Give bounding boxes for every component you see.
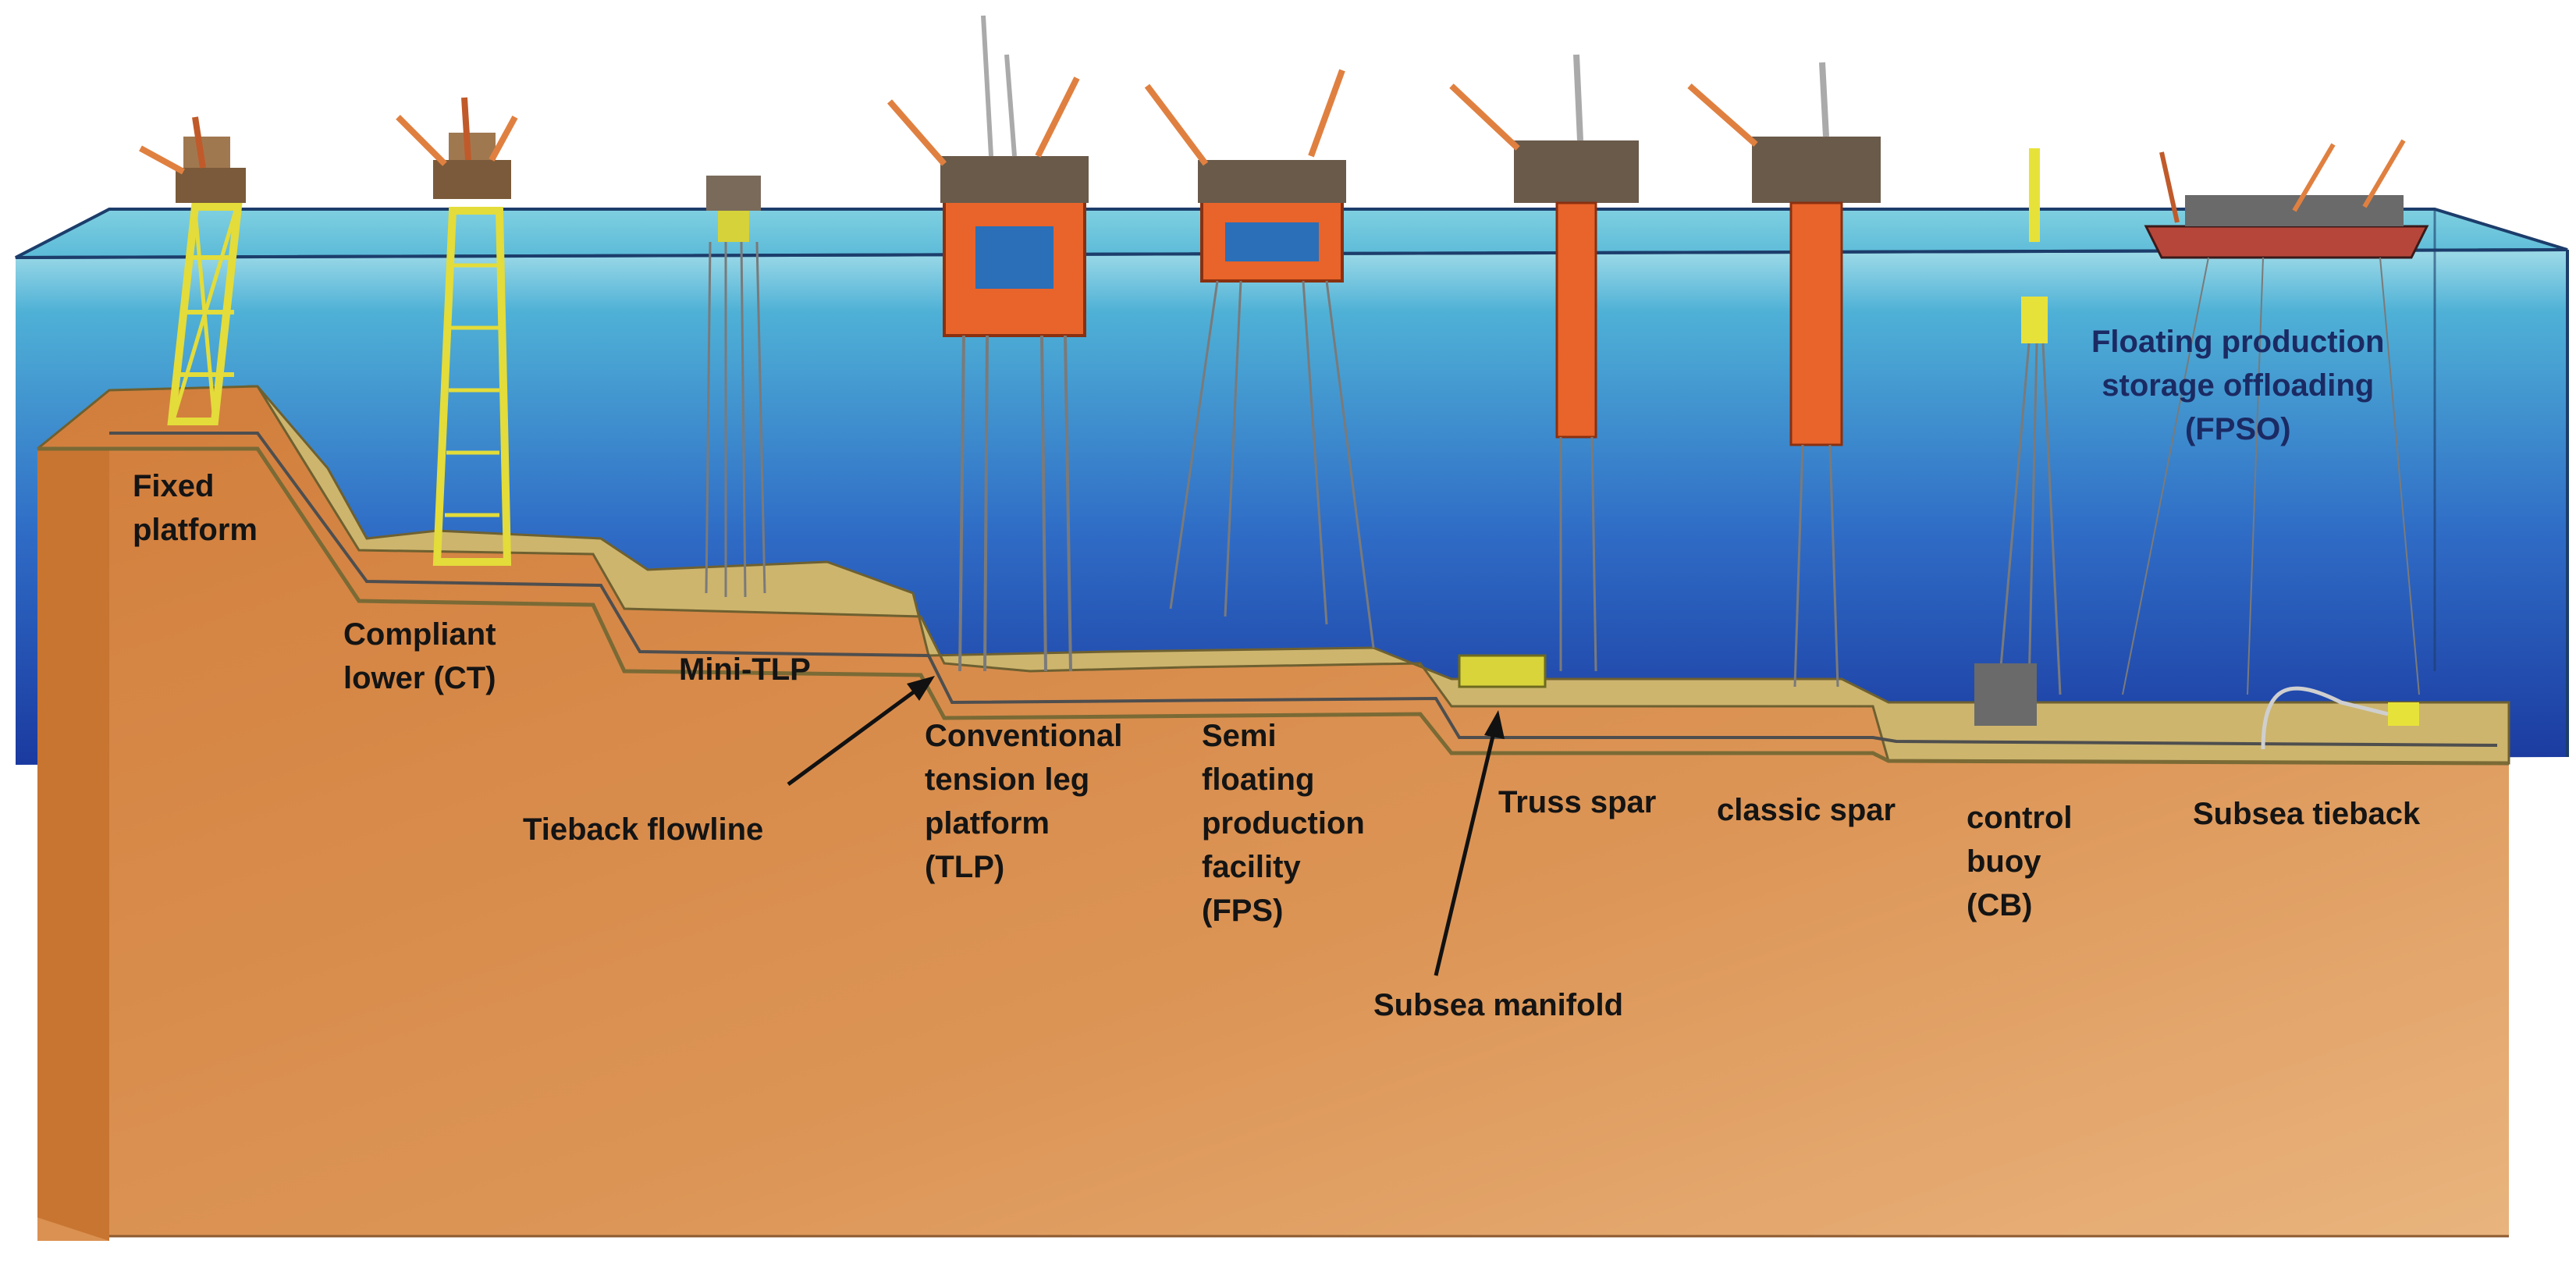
fps-structure [1144, 69, 1375, 649]
label-mini-tlp: Mini-TLP [679, 652, 811, 687]
label-subsea-manifold: Subsea manifold [1373, 988, 1624, 1022]
tieback-flowline-arrow [787, 676, 935, 787]
compliant-tower-structure [396, 97, 518, 566]
subsea-manifold-arrow [1434, 710, 1505, 976]
tieback-flowline-pipe [109, 432, 2498, 747]
label-fpso: Floating production storage offloading (… [2091, 325, 2385, 446]
subsea-manifold-structure [1458, 654, 1547, 688]
label-tlp: Conventional tension leg platform (TLP) [925, 719, 1123, 884]
fpso-vessel [2122, 139, 2429, 695]
classic-spar-structure [1687, 62, 1881, 688]
control-buoy-structure [1974, 148, 2062, 726]
label-tieback-flowline: Tieback flowline [523, 812, 764, 847]
label-fps: Semi floating production facility (FPS) [1202, 719, 1365, 928]
label-compliant-tower: Compliant lower (CT) [343, 617, 496, 695]
mini-tlp-structure [705, 176, 766, 598]
label-subsea-tieback: Subsea tieback [2193, 797, 2421, 831]
label-fixed-platform: Fixed platform [133, 469, 258, 547]
label-control-buoy: control buoy (CB) [1967, 801, 2073, 922]
subsea-tieback-structure [2261, 686, 2419, 750]
tlp-structure [886, 15, 1089, 672]
label-classic-spar: classic spar [1717, 793, 1896, 827]
soil-side [37, 449, 109, 1241]
label-truss-spar: Truss spar [1498, 785, 1657, 819]
seabed-surface [37, 385, 2510, 765]
fixed-platform-structure [139, 116, 246, 425]
seabed-soil [37, 386, 2509, 1241]
truss-spar-structure [1449, 54, 1639, 672]
